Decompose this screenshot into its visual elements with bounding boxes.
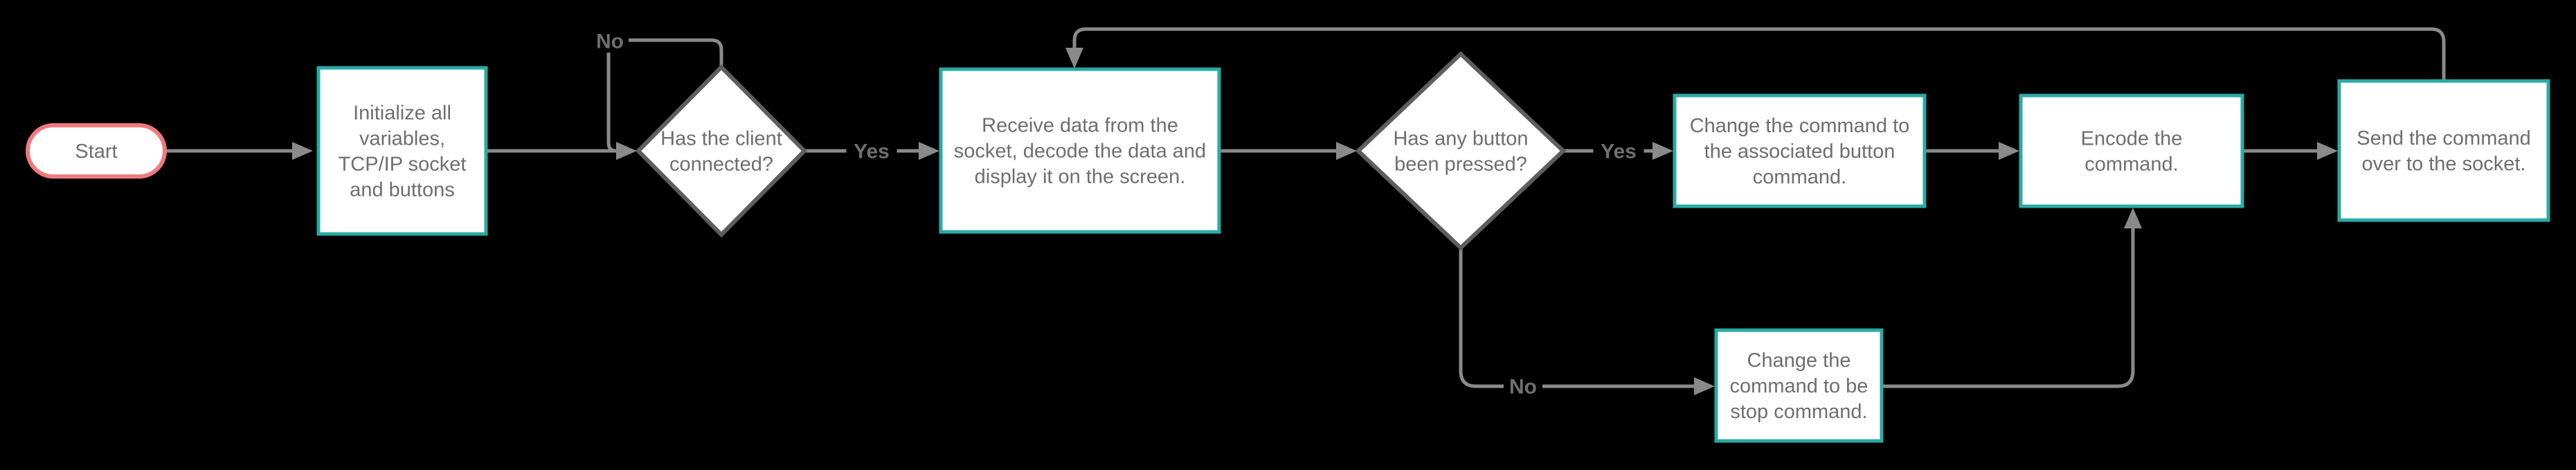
node-button-pressed: Has any button been pressed? (1355, 51, 1567, 251)
receive-shape (939, 67, 1221, 234)
edge-client-no-loop-side (606, 53, 624, 153)
change-button-cmd-label-line: Change the command to (1690, 115, 1910, 137)
client-connected-label-line: connected? (669, 154, 773, 176)
encode-cmd-shape (2019, 93, 2244, 208)
node-receive: Receive data from the socket, decode the … (939, 67, 1221, 234)
arrowhead-encode-to-send (2317, 142, 2338, 160)
arrowhead-send-feedback-to-receive (1065, 48, 1083, 69)
start-label-line: Start (75, 141, 117, 163)
arrowhead-start-to-init (292, 142, 313, 160)
start-shape (26, 123, 167, 179)
node-send-cmd: Send the command over to the socket. (2337, 79, 2550, 222)
client-connected-shape (635, 64, 808, 238)
edge-label-client-no-loop-top: No (596, 30, 624, 53)
node-stop-cmd: Change the command to be stop command. (1714, 328, 1884, 443)
send-cmd-label-line: over to the socket. (2362, 153, 2526, 175)
edge-label-bg-client-connected-yes (846, 138, 897, 163)
send-cmd-label-line: Send the command (2357, 127, 2530, 150)
change-button-cmd-label-line: command. (1753, 166, 1846, 188)
edge-label-button-pressed-no: No (1509, 376, 1537, 399)
node-encode-cmd: Encode the command. (2019, 93, 2244, 208)
arrowhead-client-connected-yes (919, 142, 939, 160)
init-label-line: variables, (359, 128, 445, 150)
init-label-line: TCP/IP socket (339, 154, 467, 176)
node-change-button-cmd: Change the command to the associated butt… (1673, 93, 1927, 208)
edge-label-bg-button-pressed-yes (1593, 138, 1644, 163)
button-pressed-label-line: Has any button (1393, 128, 1528, 150)
edge-send-feedback-to-receive (1072, 27, 2446, 81)
edge-button-pressed-no (1459, 248, 1698, 388)
receive-label-line: display it on the screen. (975, 166, 1186, 188)
encode-cmd-label-line: Encode the (2081, 128, 2183, 150)
node-start: Start (26, 123, 167, 179)
client-connected-label-line: Has the client (660, 128, 782, 150)
edge-label-bg-button-pressed-no (1504, 374, 1542, 399)
stop-cmd-label-line: Change the (1747, 350, 1851, 372)
arrowhead-button-pressed-yes (1652, 142, 1673, 160)
arrowhead-receive-to-button-pressed (1336, 142, 1357, 160)
edge-stop-to-encode (1882, 224, 2135, 388)
arrowhead-change-to-encode (1999, 142, 2019, 160)
node-client-connected: Has the client connected? (635, 64, 808, 238)
send-cmd-shape (2337, 79, 2550, 222)
edge-label-client-connected-yes: Yes (854, 141, 890, 163)
stop-cmd-label-line: stop command. (1730, 401, 1867, 423)
receive-label-line: Receive data from the (982, 115, 1178, 137)
encode-cmd-label-line: command. (2084, 154, 2178, 176)
button-pressed-label-line: been pressed? (1394, 154, 1527, 176)
init-label-line: and buttons (350, 179, 455, 201)
edges-layer (165, 27, 2446, 395)
node-init: Initialize all variables, TCP/IP socket and… (316, 66, 488, 236)
change-button-cmd-label-line: the associated button (1704, 141, 1895, 163)
edge-label-button-pressed-yes: Yes (1601, 141, 1637, 163)
change-button-cmd-shape (1673, 93, 1927, 208)
arrowhead-button-pressed-no (1694, 377, 1715, 395)
stop-cmd-shape (1714, 328, 1884, 443)
button-pressed-shape (1355, 51, 1567, 251)
arrowhead-init-to-client-connected (616, 142, 637, 160)
nodes-layer: Start Initialize all variables, TCP/IP sock… (26, 51, 2550, 443)
edge-client-no-loop-top (629, 38, 723, 67)
init-label-line: Initialize all (353, 102, 451, 125)
arrowhead-stop-to-encode (2124, 208, 2142, 228)
stop-cmd-label-line: command to be (1730, 375, 1868, 397)
init-shape (316, 66, 488, 236)
receive-label-line: socket, decode the data and (954, 141, 1206, 163)
